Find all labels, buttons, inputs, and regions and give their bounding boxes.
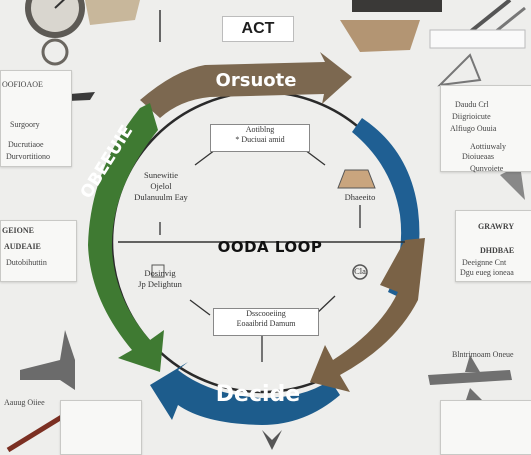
side-note: Deeignne Cnt <box>462 258 507 267</box>
gauge-icon <box>352 264 368 280</box>
inner-note-left-lower: Dosinvig Jp Delightun <box>138 268 182 289</box>
side-note: Alfiugo Ouuia <box>450 124 497 133</box>
paper-scrap <box>85 0 140 25</box>
side-note: Diigrioicute <box>452 112 491 121</box>
side-note: Qunvoiete <box>470 164 504 173</box>
document-icon <box>151 264 165 278</box>
decide-label: Decide <box>215 382 301 407</box>
note-paper-left-mid <box>0 220 77 282</box>
side-note: Ducrutiaoe <box>8 140 44 149</box>
lamp-icon <box>337 169 376 189</box>
decide-arrow <box>150 362 340 425</box>
folder-flap <box>340 20 420 52</box>
sketch-triangle <box>437 53 482 87</box>
side-note: Blntrimoam Oneue <box>452 350 514 359</box>
side-note: Daudu Crl <box>455 100 489 109</box>
side-note: GEIONE <box>2 226 35 235</box>
inner-note-top: Aotiblng * Duciuai amid <box>210 124 310 152</box>
inner-note-bottom: Dsscooeiing Eoaaibrid Damum <box>213 308 319 336</box>
side-note: Aauug Oiiee <box>4 398 45 407</box>
orient-arrow <box>140 52 352 118</box>
inner-note-right-lower: Cla <box>354 266 366 276</box>
side-note: GRAWRY <box>478 222 515 231</box>
lamp-icon <box>352 0 442 12</box>
observe-arrow <box>88 103 164 372</box>
arrow-cursor-icon <box>194 149 216 166</box>
side-note: Dioiueaas <box>462 152 494 161</box>
arrow-cursor-icon <box>304 149 326 166</box>
diagram-title: OODA LOOP <box>217 238 323 256</box>
orient-label: Orsuote <box>215 70 297 91</box>
inner-note-right-upper: Dhaeeito <box>344 192 376 202</box>
side-note: Surgoory <box>10 120 40 129</box>
clip-icon <box>500 165 525 200</box>
act-label: ACT <box>222 16 294 42</box>
compass-icon <box>25 0 85 66</box>
airplane-icon <box>20 330 75 390</box>
side-note: Aottiuwaly <box>470 142 506 151</box>
side-note: OOFIOAOE <box>2 80 43 89</box>
note-paper-right-top <box>440 85 531 172</box>
airplane-icon <box>428 355 512 400</box>
arrow-cursor-icon <box>189 299 211 316</box>
note-paper-right-mid <box>455 210 531 282</box>
side-note: Dutobihuttin <box>6 258 47 267</box>
side-note: AUDEAIE <box>4 242 41 251</box>
act-arrow-brown <box>310 238 425 392</box>
paper-tab <box>429 29 526 49</box>
side-note: DHDBAE <box>480 246 515 255</box>
side-note: Durvortitiono <box>6 152 50 161</box>
house-icon <box>262 430 282 450</box>
inner-note-left-upper: Sunewitie Ojelol Dulanuulm Eay <box>134 170 188 202</box>
note-paper-left-top <box>0 70 72 167</box>
side-note: Dgu eueg ioneaa <box>460 268 514 277</box>
